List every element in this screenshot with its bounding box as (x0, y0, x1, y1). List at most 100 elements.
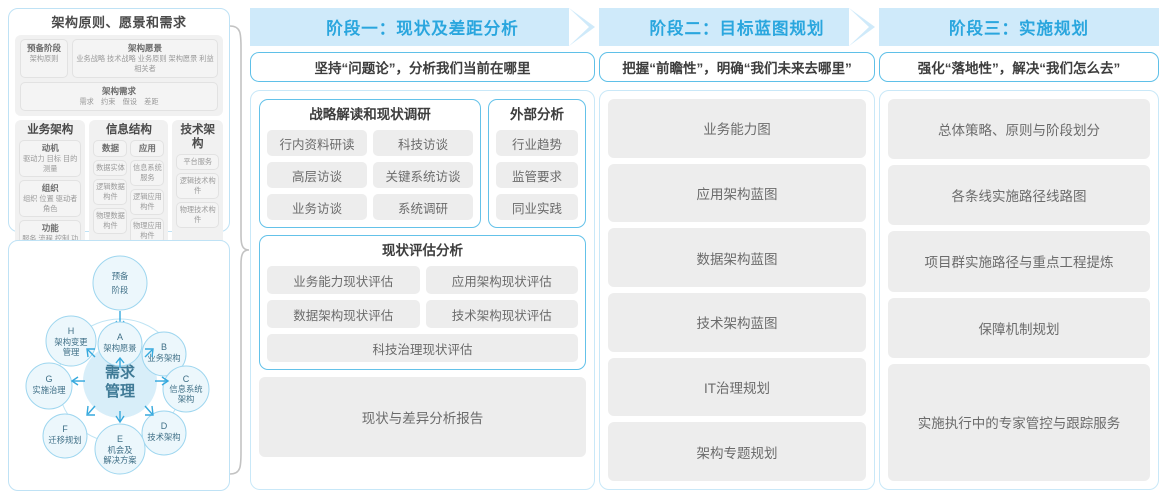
list-item[interactable]: 数据架构蓝图 (608, 228, 866, 288)
list-item[interactable]: 技术架构蓝图 (608, 293, 866, 352)
adm-node-h-letter: H (68, 326, 75, 336)
togaf-prelim-title: 预备阶段 (26, 43, 61, 53)
item-text: 逻辑数据构件 (96, 182, 125, 201)
adm-node-h[interactable] (45, 315, 97, 367)
phase-2-list: 业务能力图 应用架构蓝图 数据架构蓝图 技术架构蓝图 IT治理规划 架构专题规划 (608, 99, 866, 482)
chip-item[interactable]: 行业趋势 (496, 130, 578, 156)
togaf-business-block: 组织 组织 位置 驱动者 角色 (19, 180, 82, 217)
chip-item[interactable]: 同业实践 (496, 194, 578, 220)
phase-subtitle-1-text: 坚持“问题论”，分析我们当前在哪里 (314, 61, 531, 76)
adm-center-label-2: 管理 (105, 382, 135, 400)
adm-node-g[interactable] (25, 362, 73, 410)
togaf-vision-items: 业务战略 技术战略 业务原则 架构愿景 利益相关者 (76, 54, 214, 73)
phase-header-2[interactable]: 阶段二：目标蓝图规划 (599, 8, 875, 46)
subcol-title: 应用 (138, 143, 156, 153)
chip-item[interactable]: 关键系统访谈 (373, 162, 473, 188)
adm-node-h-label-2: 管理 (63, 347, 80, 357)
phase-header-3[interactable]: 阶段三：实施规划 (879, 8, 1159, 46)
chip-item[interactable]: 监管要求 (496, 162, 578, 188)
card-strategy-research: 战略解读和现状调研 行内资料研读 科技访谈 高层访谈 关键系统访谈 业务访谈 系… (259, 99, 481, 228)
chip-item[interactable]: 科技访谈 (373, 130, 473, 156)
adm-node-c-label-1: 信息系统 (169, 384, 202, 394)
togaf-requirements-group: 预备阶段 架构原则 架构愿景 业务战略 技术战略 业务原则 架构愿景 利益相关者… (15, 35, 223, 116)
list-item[interactable]: 架构专题规划 (608, 422, 866, 482)
phase-bodies-row: 战略解读和现状调研 行内资料研读 科技访谈 高层访谈 关键系统访谈 业务访谈 系… (250, 90, 1159, 490)
grouping-brace (229, 25, 250, 475)
adm-node-d[interactable] (141, 410, 187, 456)
togaf-prelim-cell: 预备阶段 架构原则 (20, 39, 68, 78)
block-items: 驱动力 目标 目的 测量 (23, 154, 78, 173)
chip-item[interactable]: 应用架构现状评估 (425, 266, 578, 294)
phase-1-report[interactable]: 现状与差异分析报告 (259, 377, 586, 457)
card-external-analysis-chips: 行业趋势 监管要求 同业实践 (496, 130, 578, 220)
card-external-analysis: 外部分析 行业趋势 监管要求 同业实践 (488, 99, 586, 228)
left-column: 架构原则、愿景和需求 预备阶段 架构原则 架构愿景 业务战略 技术战略 业务原则… (8, 8, 230, 491)
adm-node-e-label-1: 机会及 (108, 445, 133, 455)
chip-item[interactable]: 高层访谈 (267, 162, 367, 188)
adm-node-e[interactable] (94, 423, 146, 475)
item-text: 物理数据构件 (96, 211, 125, 230)
adm-node-g-letter: G (45, 374, 52, 384)
togaf-prelim-items: 架构原则 (29, 54, 59, 63)
adm-node-d-letter: D (161, 421, 168, 431)
adm-node-prelim[interactable] (92, 255, 148, 311)
togaf-architecture-columns: 业务架构 动机 驱动力 目标 目的 测量 组织 组织 位置 驱动者 角色 功能 (15, 120, 223, 261)
phase-subtitle-3-text: 强化“落地性”，解决“我们怎么去” (917, 61, 1121, 76)
adm-node-prelim-label-1: 预备 (112, 271, 129, 281)
phase-subtitle-2: 把握“前瞻性”，明确“我们未来去哪里” (599, 52, 875, 82)
adm-node-b[interactable] (141, 331, 187, 377)
list-item[interactable]: 实施执行中的专家管控与跟踪服务 (888, 363, 1150, 482)
chip-item[interactable]: 业务访谈 (267, 194, 367, 220)
adm-node-g-label: 实施治理 (32, 385, 66, 395)
togaf-row-1: 预备阶段 架构原则 架构愿景 业务战略 技术战略 业务原则 架构愿景 利益相关者 (20, 39, 218, 78)
phase-1-top-cards: 战略解读和现状调研 行内资料研读 科技访谈 高层访谈 关键系统访谈 业务访谈 系… (259, 99, 586, 228)
togaf-vision-title: 架构愿景 (127, 43, 162, 53)
chip-item[interactable]: 行内资料研读 (267, 130, 367, 156)
togaf-content-framework-panel: 架构原则、愿景和需求 预备阶段 架构原则 架构愿景 业务战略 技术战略 业务原则… (8, 8, 230, 313)
phase-header-1-text: 阶段一：现状及差距分析 (326, 20, 519, 38)
subcol-item: 物理数据构件 (93, 208, 128, 234)
phase-header-3-text: 阶段三：实施规划 (949, 20, 1089, 38)
chip-item[interactable]: 技术架构现状评估 (425, 300, 578, 328)
list-item[interactable]: 应用架构蓝图 (608, 163, 866, 223)
card-external-analysis-title: 外部分析 (510, 107, 564, 122)
block-title: 动机 (41, 143, 59, 153)
card-current-state-assessment-chips: 业务能力现状评估 应用架构现状评估 数据架构现状评估 技术架构现状评估 (267, 266, 578, 328)
adm-node-f-label: 迁移规划 (48, 435, 81, 445)
togaf-arch-requirements-title: 架构需求 (101, 86, 136, 96)
togaf-technology-item: 平台服务 (176, 154, 219, 170)
togaf-business-block: 动机 驱动力 目标 目的 测量 (19, 140, 82, 177)
chip-item[interactable]: 系统调研 (373, 194, 473, 220)
chip-item[interactable]: 数据架构现状评估 (267, 300, 420, 328)
togaf-information-subcolumns: 数据 数据实体 逻辑数据构件 物理数据构件 (93, 140, 165, 244)
item-text: 数据实体 (96, 163, 125, 172)
item-text: 物理技术构件 (179, 205, 216, 224)
togaf-arch-requirements-items: 需求 约束 假设 差距 (79, 97, 159, 106)
adm-node-c-letter: C (183, 374, 190, 384)
list-item[interactable]: 业务能力图 (608, 99, 866, 158)
togaf-column-technology: 技术架构 平台服务 逻辑技术构件 物理技术构件 (172, 120, 223, 261)
phase-subtitle-3: 强化“落地性”，解决“我们怎么去” (879, 52, 1159, 82)
list-item[interactable]: 各条线实施路径线路图 (888, 165, 1150, 226)
phase-subtitles-row: 坚持“问题论”，分析我们当前在哪里 把握“前瞻性”，明确“我们未来去哪里” 强化… (250, 52, 1159, 82)
adm-node-b-letter: B (161, 342, 167, 352)
adm-node-c[interactable] (162, 365, 210, 413)
togaf-arch-requirements-cell: 架构需求 需求 约束 假设 差距 (20, 82, 218, 111)
togaf-column-information: 信息结构 数据 数据实体 逻辑数据构件 (89, 120, 169, 261)
adm-node-f[interactable] (42, 413, 88, 459)
list-item[interactable]: 保障机制规划 (888, 297, 1150, 358)
chip-item-wide[interactable]: 科技治理现状评估 (267, 334, 578, 362)
phase-2-body: 业务能力图 应用架构蓝图 数据架构蓝图 技术架构蓝图 IT治理规划 架构专题规划 (599, 90, 875, 490)
togaf-business-blocks: 动机 驱动力 目标 目的 测量 组织 组织 位置 驱动者 角色 功能 服务 流程… (19, 140, 82, 257)
subcol-item: 物理应用构件 (130, 218, 165, 244)
chip-item[interactable]: 业务能力现状评估 (267, 266, 420, 294)
list-item[interactable]: 项目群实施路径与重点工程提炼 (888, 231, 1150, 292)
togaf-column-business: 业务架构 动机 驱动力 目标 目的 测量 组织 组织 位置 驱动者 角色 功能 (15, 120, 86, 261)
adm-center-circle[interactable] (83, 344, 157, 418)
list-item[interactable]: 总体策略、原则与阶段划分 (888, 99, 1150, 160)
togaf-main-title: 架构原则、愿景和需求 (51, 15, 187, 30)
adm-cycle-panel: 预备 阶段 需求 管理 A 架构愿景 B 业务架构 C (8, 240, 230, 491)
list-item[interactable]: IT治理规划 (608, 357, 866, 417)
phase-header-1[interactable]: 阶段一：现状及差距分析 (250, 8, 595, 46)
